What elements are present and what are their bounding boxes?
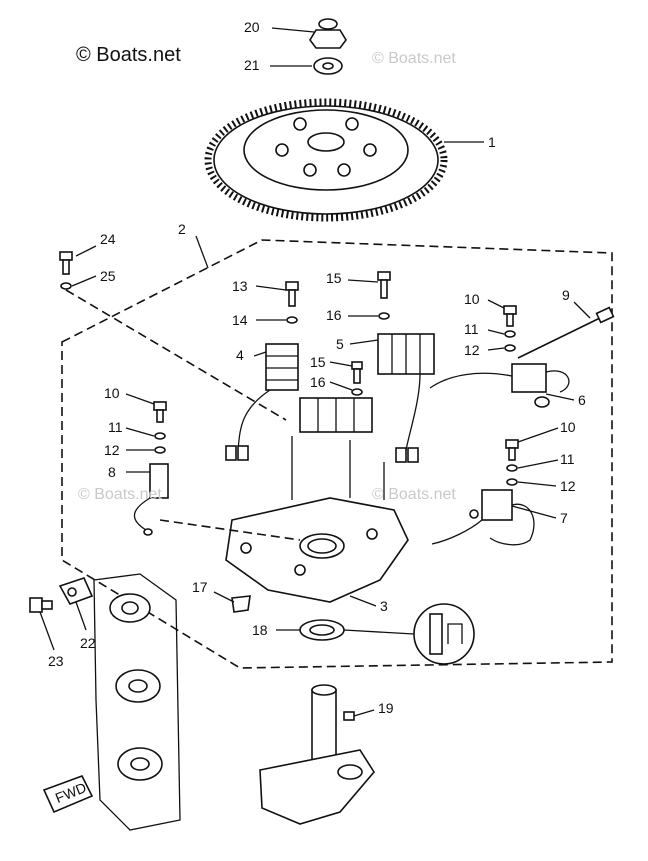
part-seal-18	[299, 619, 415, 641]
callout-13: 13	[232, 278, 248, 294]
part-screw-24	[59, 251, 73, 290]
callout-11c: 11	[560, 451, 575, 467]
callout-2: 2	[178, 221, 186, 237]
callout-6: 6	[578, 392, 586, 408]
part-bolt-10-right	[503, 305, 517, 352]
callout-24: 24	[100, 231, 116, 247]
part-stator-base	[225, 436, 409, 603]
callout-10b: 10	[104, 385, 120, 401]
callout-4: 4	[236, 347, 244, 363]
callout-25: 25	[100, 268, 116, 284]
callout-9: 9	[562, 287, 570, 303]
callout-10c: 10	[560, 419, 576, 435]
part-bracket-22	[58, 577, 94, 605]
callout-15b: 15	[310, 354, 326, 370]
part-unit-7	[431, 489, 535, 546]
part-crankshaft	[259, 684, 375, 825]
callout-15a: 15	[326, 270, 342, 286]
callout-14: 14	[232, 312, 248, 328]
part-coil-8	[133, 401, 169, 536]
callout-8: 8	[108, 464, 116, 480]
part-pulser-coil	[299, 397, 373, 433]
callout-12c: 12	[560, 478, 576, 494]
callout-16a: 16	[326, 307, 342, 323]
watermark-faint-top: © Boats.net	[372, 50, 456, 67]
part-charge-coil-5	[377, 333, 435, 463]
callout-3: 3	[380, 598, 388, 614]
callout-11a: 11	[464, 321, 479, 337]
callout-20: 20	[244, 19, 260, 35]
leader-lines	[39, 27, 591, 717]
part-charge-coil-4	[225, 343, 299, 461]
callout-10a: 10	[464, 291, 480, 307]
callout-18: 18	[252, 622, 268, 638]
watermark-faint-right: © Boats.net	[372, 486, 456, 503]
callout-22: 22	[80, 635, 96, 651]
part-bolt-10-lower-right	[505, 439, 519, 486]
part-bolt-15	[377, 271, 391, 320]
callout-7: 7	[560, 510, 568, 526]
part-cylinder-outline	[93, 573, 181, 831]
part-bolt-23	[29, 597, 53, 613]
part-clip-17	[231, 595, 251, 613]
callout-1: 1	[488, 134, 496, 150]
assembly-boundary	[61, 239, 613, 669]
callout-17: 17	[192, 579, 208, 595]
callout-23: 23	[48, 653, 64, 669]
watermark-main: © Boats.net	[76, 44, 181, 66]
part-plug-lead-9	[517, 306, 615, 359]
callout-11b: 11	[108, 419, 123, 435]
callout-5: 5	[336, 336, 344, 352]
callout-16b: 16	[310, 374, 326, 390]
callout-21: 21	[244, 57, 260, 73]
part-bolt-13	[285, 281, 299, 324]
watermark-faint-left: © Boats.net	[78, 486, 162, 503]
part-nut	[309, 18, 347, 49]
fwd-badge	[42, 775, 94, 814]
part-flywheel	[204, 98, 448, 222]
callout-12a: 12	[464, 342, 480, 358]
part-bolt-15b	[351, 361, 363, 396]
part-ignition-coil-6	[429, 363, 570, 408]
callout-12b: 12	[104, 442, 120, 458]
callout-19: 19	[378, 700, 394, 716]
detail-inset	[413, 603, 475, 665]
part-washer	[313, 57, 343, 75]
